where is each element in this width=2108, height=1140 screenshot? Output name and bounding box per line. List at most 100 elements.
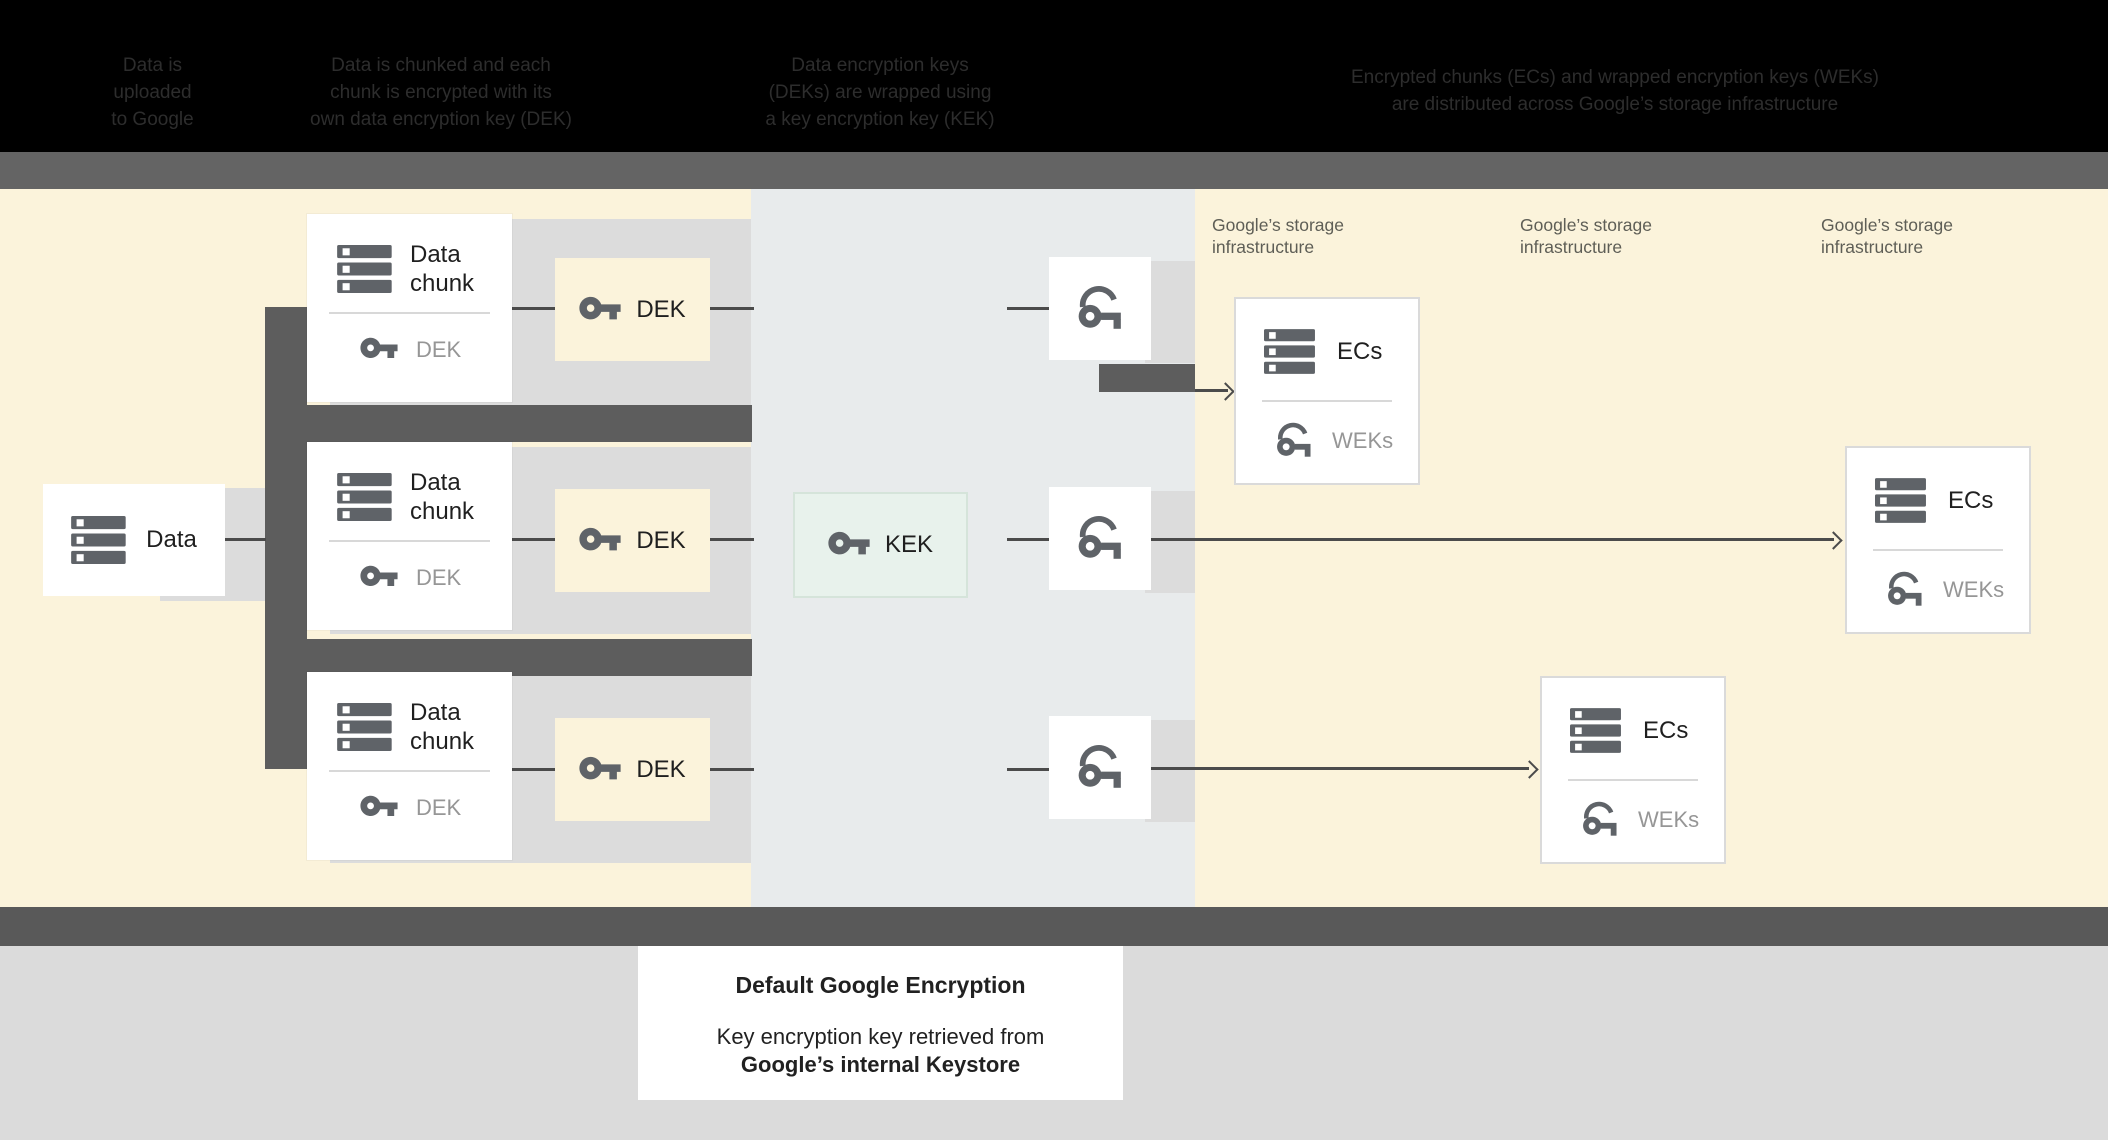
wrapped-key-icon <box>1885 571 1925 609</box>
ecs-box-1: ECs WEKs <box>1234 297 1420 485</box>
header-step-3-line: a key encryption key (KEK) <box>765 109 995 130</box>
ecs-stack-icon <box>1264 329 1317 374</box>
weks-label: WEKs <box>1943 577 2005 602</box>
caption-title: Default Google Encryption <box>735 972 1026 998</box>
chunk-key-label: DEK <box>416 794 462 820</box>
connector-dek3-out <box>710 768 754 771</box>
header-step-1-line: uploaded <box>113 82 192 103</box>
dek-box-3: DEK <box>555 718 710 821</box>
header-step-3-line: (DEKs) are wrapped using <box>768 82 992 103</box>
data-box-label: Data <box>146 526 197 553</box>
caption-box: Default Google Encryption Key encryption… <box>638 946 1123 1100</box>
header-step-3-line: Data encryption keys <box>791 55 969 76</box>
divider <box>1568 779 1698 781</box>
divider <box>329 770 490 772</box>
data-chunk-stack-icon <box>337 473 394 521</box>
header-divider-bar <box>0 152 2108 189</box>
wrapped-key-icon <box>1075 744 1125 792</box>
divider <box>329 540 490 542</box>
storage-infrastructure-label: Google’s storage infrastructure <box>1821 214 2021 258</box>
header-step-2-line: Data is chunked and each <box>331 55 551 76</box>
header-step-4: Encrypted chunks (ECs) and wrapped encry… <box>1295 64 1935 118</box>
row-pipe-2 <box>265 639 752 676</box>
storage-label-line: Google’s storage <box>1821 215 1953 235</box>
connector-chunk3-to-dek3 <box>512 768 555 771</box>
data-chunk-box-1: Data chunk DEK <box>307 214 512 402</box>
wrapped-key-icon <box>1075 515 1125 563</box>
wrapped-key-icon <box>1580 801 1620 839</box>
header-step-1-line: to Google <box>111 109 194 130</box>
connector-chunk1-to-dek1 <box>512 307 555 310</box>
header-step-4-line: are distributed across Google’s storage … <box>1391 94 1839 115</box>
header: Data is uploaded to Google Data is chunk… <box>0 0 2108 152</box>
arrow-line-to-ecs3 <box>1151 767 1529 770</box>
wrapped-key-box-3 <box>1049 716 1151 819</box>
divider <box>1873 549 2003 551</box>
key-icon <box>359 336 399 363</box>
chunk-key-label: DEK <box>416 564 462 590</box>
header-step-1-line: Data is <box>122 55 183 76</box>
connector-into-wrapped-key1 <box>1007 307 1050 310</box>
dek-box-label: DEK <box>636 755 686 783</box>
data-chunk-box-2: Data chunk DEK <box>307 442 512 630</box>
bottom-divider-bar <box>0 907 2108 946</box>
wrapped-key-icon <box>1075 285 1125 333</box>
kek-box: KEK <box>793 492 968 598</box>
connector-into-wrapped-key3 <box>1007 768 1050 771</box>
header-step-2-line: own data encryption key (DEK) <box>310 109 572 130</box>
connector-data-to-trunk <box>225 538 266 541</box>
data-chunk-label: Data chunk <box>410 469 475 525</box>
connector-dek1-out <box>710 307 754 310</box>
wrapped-key-box-2 <box>1049 487 1151 590</box>
weks-label: WEKs <box>1332 428 1394 453</box>
storage-label-line: infrastructure <box>1520 237 1623 257</box>
arrow-line-to-ecs1 <box>1195 389 1228 392</box>
storage-label-line: Google’s storage <box>1520 215 1652 235</box>
wrapped-key3-shadow-band <box>1145 720 1195 822</box>
key-icon <box>579 526 621 556</box>
ecs-label: ECs <box>1337 337 1383 365</box>
divider <box>1262 400 1392 402</box>
data-chunk-stack-icon <box>337 703 394 751</box>
connector-chunk2-to-dek2 <box>512 538 555 541</box>
storage-infrastructure-label: Google’s storage infrastructure <box>1212 214 1412 258</box>
key-icon <box>359 794 399 821</box>
kek-box-label: KEK <box>884 531 934 558</box>
dek-box-1: DEK <box>555 258 710 361</box>
ecs-stack-icon <box>1570 708 1623 753</box>
caption-line1: Key encryption key retrieved from <box>716 1024 1045 1049</box>
key-icon <box>359 564 399 591</box>
header-step-1: Data is uploaded to Google <box>60 52 245 133</box>
storage-label-line: Google’s storage <box>1212 215 1344 235</box>
wrapped-key1-pipe <box>1099 364 1195 392</box>
dek-box-label: DEK <box>636 526 686 554</box>
data-chunk-label: Data chunk <box>410 699 475 755</box>
trunk-pipe <box>265 307 307 769</box>
ecs-box-3: ECs WEKs <box>1540 676 1726 864</box>
caption-line2: Google’s internal Keystore <box>740 1052 1021 1077</box>
chunk-key-label: DEK <box>416 336 462 362</box>
data-box: Data <box>43 484 225 596</box>
header-step-2-line: chunk is encrypted with its <box>330 82 552 103</box>
connector-into-wrapped-key2 <box>1007 538 1050 541</box>
wrapped-key1-shadow-band <box>1145 261 1195 363</box>
dek-box-2: DEK <box>555 489 710 592</box>
data-stack-icon <box>71 516 128 564</box>
ecs-label: ECs <box>1643 716 1689 744</box>
key-icon <box>579 755 621 785</box>
storage-label-line: infrastructure <box>1821 237 1924 257</box>
wrapped-key2-shadow-band <box>1145 491 1195 593</box>
connector-dek2-out <box>710 538 754 541</box>
key-icon <box>579 295 621 325</box>
header-step-4-line: Encrypted chunks (ECs) and wrapped encry… <box>1351 67 1879 88</box>
header-step-3: Data encryption keys (DEKs) are wrapped … <box>705 52 1055 133</box>
header-step-2: Data is chunked and each chunk is encryp… <box>266 52 616 133</box>
ecs-label: ECs <box>1948 486 1994 514</box>
wrapped-key-icon <box>1274 422 1314 460</box>
data-chunk-stack-icon <box>337 245 394 293</box>
weks-label: WEKs <box>1638 807 1700 832</box>
data-chunk-label: Data chunk <box>410 241 475 297</box>
ecs-box-2: ECs WEKs <box>1845 446 2031 634</box>
storage-label-line: infrastructure <box>1212 237 1315 257</box>
